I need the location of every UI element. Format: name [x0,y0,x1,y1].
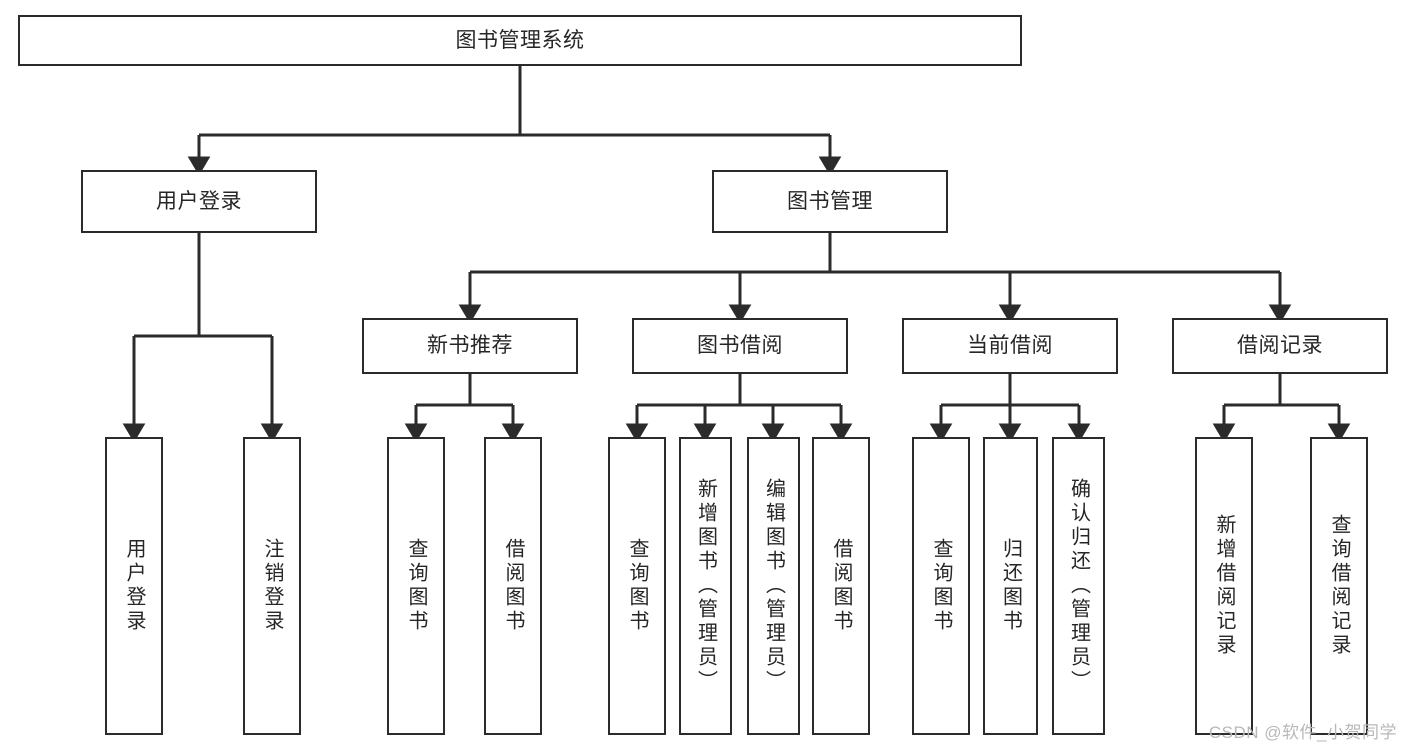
leaf-label: 查询图书 [626,538,648,634]
csdn-watermark: CSDN @软件_小贺同学 [1208,723,1397,742]
node-book-manage[interactable]: 图书管理 [712,170,948,233]
leaf-query-book-borrow[interactable]: 查询图书 [608,437,666,735]
node-user-login[interactable]: 用户登录 [81,170,317,233]
leaf-label: 查询图书 [405,538,427,634]
node-root-system[interactable]: 图书管理系统 [18,15,1022,66]
node-current-borrow[interactable]: 当前借阅 [902,318,1118,374]
leaf-user-login[interactable]: 用户登录 [105,437,163,735]
leaf-label: 借阅图书 [502,538,524,634]
node-borrow-record[interactable]: 借阅记录 [1172,318,1388,374]
leaf-label: 新增图书（管理员） [694,478,717,694]
leaf-label: 新增借阅记录 [1213,514,1235,658]
leaf-confirm-return-admin[interactable]: 确认归还（管理员） [1052,437,1105,735]
leaf-logout-login[interactable]: 注销登录 [243,437,301,735]
leaf-add-borrow-record[interactable]: 新增借阅记录 [1195,437,1253,735]
leaf-return-book[interactable]: 归还图书 [983,437,1038,735]
leaf-add-book-admin[interactable]: 新增图书（管理员） [679,437,732,735]
leaf-label: 归还图书 [999,538,1022,634]
leaf-borrow-book-borrow[interactable]: 借阅图书 [812,437,870,735]
leaf-label: 确认归还（管理员） [1067,478,1090,694]
leaf-label: 查询借阅记录 [1328,514,1350,658]
node-new-book-recommend[interactable]: 新书推荐 [362,318,578,374]
node-book-borrow[interactable]: 图书借阅 [632,318,848,374]
leaf-borrow-book-recommend[interactable]: 借阅图书 [484,437,542,735]
leaf-label: 注销登录 [261,538,283,634]
leaf-label: 编辑图书（管理员） [762,478,785,694]
leaf-query-borrow-record[interactable]: 查询借阅记录 [1310,437,1368,735]
leaf-label: 借阅图书 [830,538,852,634]
leaf-edit-book-admin[interactable]: 编辑图书（管理员） [747,437,800,735]
leaf-query-book-current[interactable]: 查询图书 [912,437,970,735]
leaf-query-book-recommend[interactable]: 查询图书 [387,437,445,735]
leaf-label: 查询图书 [930,538,952,634]
leaf-label: 用户登录 [123,538,145,634]
